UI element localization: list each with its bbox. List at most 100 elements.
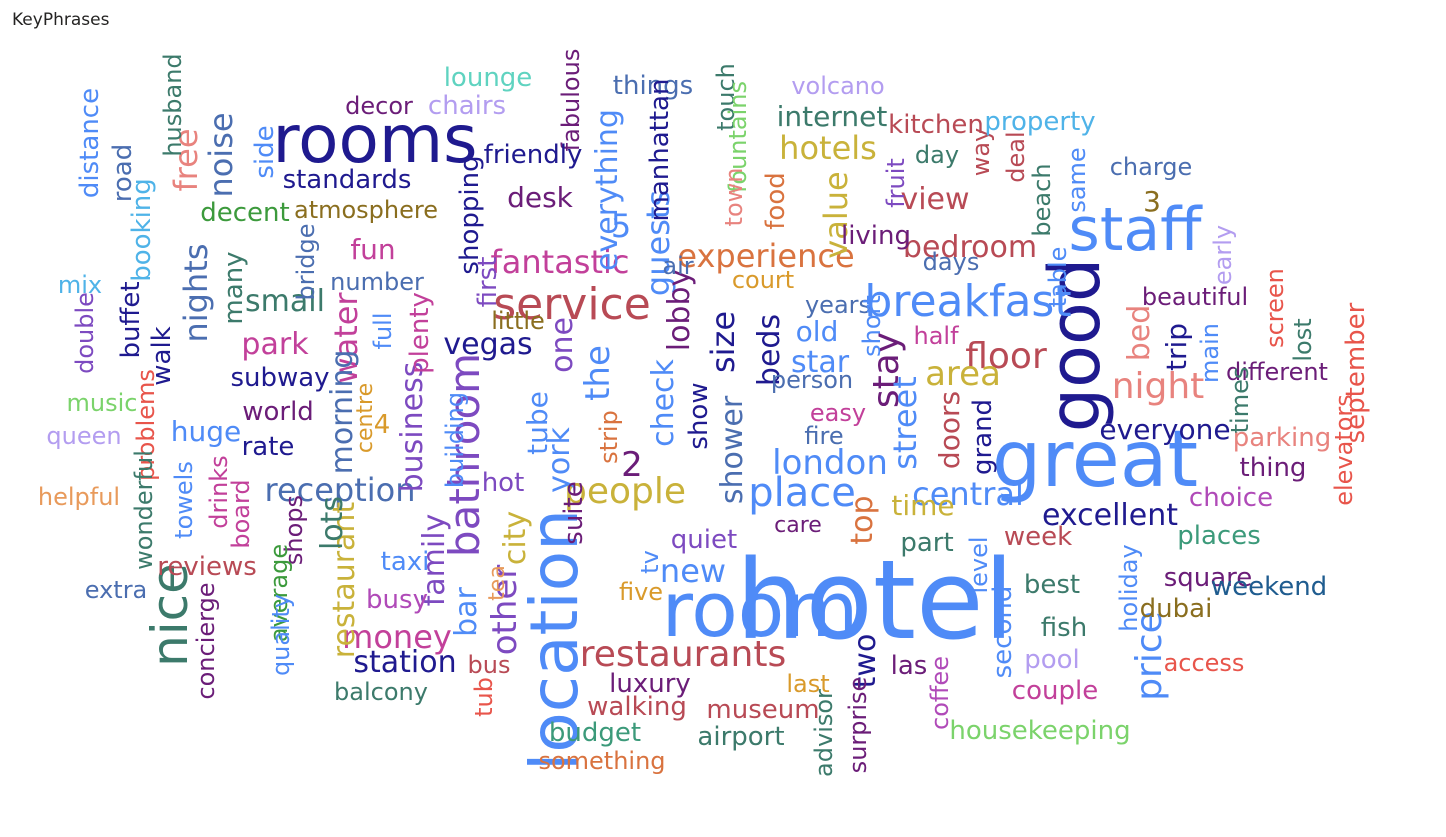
- word-cloud-term[interactable]: decor: [345, 92, 413, 120]
- word-cloud-term[interactable]: bus: [467, 651, 511, 679]
- word-cloud-term[interactable]: central: [912, 475, 1024, 513]
- word-cloud-term[interactable]: years: [804, 291, 872, 319]
- word-cloud-term[interactable]: place: [748, 470, 856, 516]
- word-cloud-term[interactable]: charge: [1109, 153, 1193, 181]
- word-cloud-term[interactable]: distance: [75, 87, 105, 199]
- word-cloud-term[interactable]: board: [227, 479, 255, 549]
- word-cloud-term[interactable]: staff: [1068, 195, 1202, 265]
- word-cloud-term[interactable]: same: [1063, 147, 1091, 213]
- word-cloud-term[interactable]: concierge: [192, 582, 220, 700]
- word-cloud-term[interactable]: best: [1023, 570, 1081, 600]
- word-cloud-term[interactable]: lots: [315, 495, 350, 551]
- word-cloud-term[interactable]: holiday: [1115, 544, 1143, 632]
- word-cloud-term[interactable]: city: [498, 510, 533, 566]
- word-cloud-term[interactable]: places: [1177, 521, 1261, 551]
- word-cloud-term[interactable]: fun: [350, 233, 396, 266]
- word-cloud-term[interactable]: fabulous: [557, 48, 585, 152]
- word-cloud-term[interactable]: week: [1003, 522, 1073, 552]
- word-cloud-term[interactable]: double: [71, 292, 99, 374]
- word-cloud-term[interactable]: kitchen: [888, 110, 984, 140]
- word-cloud-term[interactable]: atmosphere: [294, 196, 438, 224]
- word-cloud-term[interactable]: manhattan: [645, 78, 675, 222]
- word-cloud-term[interactable]: lobby: [662, 268, 697, 352]
- word-cloud-term[interactable]: number: [330, 268, 424, 296]
- word-cloud-term[interactable]: everyone: [1099, 413, 1231, 446]
- word-cloud-term[interactable]: street: [886, 376, 924, 470]
- word-cloud-term[interactable]: noise: [202, 112, 240, 198]
- word-cloud-term[interactable]: money: [342, 618, 452, 656]
- word-cloud-term[interactable]: everything: [590, 109, 625, 271]
- word-cloud-term[interactable]: tub: [470, 677, 498, 717]
- word-cloud-term[interactable]: choice: [1188, 483, 1274, 513]
- word-cloud-term[interactable]: part: [900, 528, 954, 558]
- word-cloud-term[interactable]: hotel: [735, 536, 1015, 664]
- word-cloud-term[interactable]: star: [790, 345, 850, 380]
- word-cloud-term[interactable]: fantastic: [490, 243, 630, 281]
- word-cloud-term[interactable]: room: [661, 565, 859, 654]
- word-cloud-term[interactable]: person: [770, 366, 854, 394]
- word-cloud-term[interactable]: london: [772, 443, 888, 483]
- word-cloud-term[interactable]: strip: [595, 410, 623, 464]
- word-cloud-term[interactable]: hotels: [779, 129, 877, 167]
- word-cloud-term[interactable]: top: [845, 495, 880, 545]
- word-cloud-term[interactable]: weekend: [1210, 572, 1328, 602]
- word-cloud-term[interactable]: table: [1044, 246, 1072, 308]
- word-cloud-term[interactable]: reviews: [157, 552, 257, 582]
- word-cloud-term[interactable]: music: [66, 389, 138, 417]
- word-cloud-term[interactable]: something: [538, 747, 666, 775]
- word-cloud-term[interactable]: helpful: [37, 483, 121, 511]
- word-cloud-term[interactable]: great: [991, 415, 1199, 505]
- word-cloud-term[interactable]: fire: [804, 422, 844, 450]
- word-cloud-term[interactable]: budget: [548, 718, 642, 748]
- word-cloud-term[interactable]: parking: [1232, 423, 1332, 453]
- word-cloud-term[interactable]: time: [891, 489, 955, 522]
- word-cloud-term[interactable]: check: [646, 359, 681, 447]
- word-cloud-term[interactable]: 5: [610, 207, 632, 245]
- word-cloud-term[interactable]: grand: [968, 398, 998, 476]
- word-cloud-term[interactable]: plenty: [405, 292, 435, 374]
- word-cloud-term[interactable]: 2: [621, 445, 643, 485]
- word-cloud-term[interactable]: excellent: [1041, 498, 1179, 533]
- word-cloud-term[interactable]: second: [988, 585, 1018, 679]
- word-cloud-term[interactable]: full: [369, 312, 397, 350]
- word-cloud-term[interactable]: fish: [1040, 613, 1088, 643]
- word-cloud-term[interactable]: lounge: [443, 63, 533, 93]
- word-cloud-term[interactable]: deal: [1002, 131, 1030, 183]
- word-cloud-term[interactable]: hot: [481, 468, 525, 498]
- word-cloud-term[interactable]: huge: [170, 415, 242, 448]
- word-cloud-term[interactable]: small: [245, 284, 325, 319]
- word-cloud-term[interactable]: standards: [282, 165, 412, 195]
- word-cloud-term[interactable]: reception: [264, 471, 416, 509]
- word-cloud-term[interactable]: volcano: [791, 72, 885, 100]
- word-cloud-term[interactable]: doors: [933, 390, 966, 470]
- word-cloud-term[interactable]: luxury: [609, 669, 691, 699]
- word-cloud-term[interactable]: last: [786, 670, 830, 698]
- word-cloud-term[interactable]: day: [914, 141, 960, 169]
- word-cloud-term[interactable]: business: [395, 361, 430, 493]
- word-cloud-term[interactable]: world: [242, 397, 314, 427]
- word-cloud-term[interactable]: bed: [1122, 304, 1157, 362]
- word-cloud-term[interactable]: subway: [230, 363, 330, 393]
- word-cloud-term[interactable]: access: [1163, 649, 1245, 677]
- word-cloud-term[interactable]: the: [578, 345, 618, 401]
- word-cloud-term[interactable]: surprise: [844, 676, 872, 774]
- word-cloud-term[interactable]: new: [659, 552, 727, 590]
- word-cloud-term[interactable]: tube: [521, 391, 554, 455]
- word-cloud-term[interactable]: breakfast: [864, 276, 1072, 327]
- word-cloud-term[interactable]: balcony: [334, 678, 428, 706]
- word-cloud-term[interactable]: living: [840, 221, 912, 251]
- word-cloud-term[interactable]: rooms: [272, 101, 478, 178]
- word-cloud-term[interactable]: 3: [1143, 185, 1161, 218]
- word-cloud-term[interactable]: tea: [485, 565, 510, 601]
- word-cloud-term[interactable]: couple: [1011, 676, 1099, 706]
- word-cloud-term[interactable]: decent: [200, 198, 290, 228]
- word-cloud-term[interactable]: food: [761, 172, 791, 230]
- word-cloud-term[interactable]: size: [704, 310, 742, 374]
- word-cloud-term[interactable]: different: [1226, 358, 1328, 386]
- word-cloud-term[interactable]: service: [493, 279, 651, 330]
- word-cloud-term[interactable]: main: [1196, 323, 1224, 383]
- word-cloud-term[interactable]: towels: [170, 461, 198, 539]
- word-cloud-term[interactable]: floor: [965, 336, 1047, 377]
- word-cloud-term[interactable]: side: [250, 125, 280, 179]
- word-cloud-term[interactable]: suite: [559, 481, 589, 545]
